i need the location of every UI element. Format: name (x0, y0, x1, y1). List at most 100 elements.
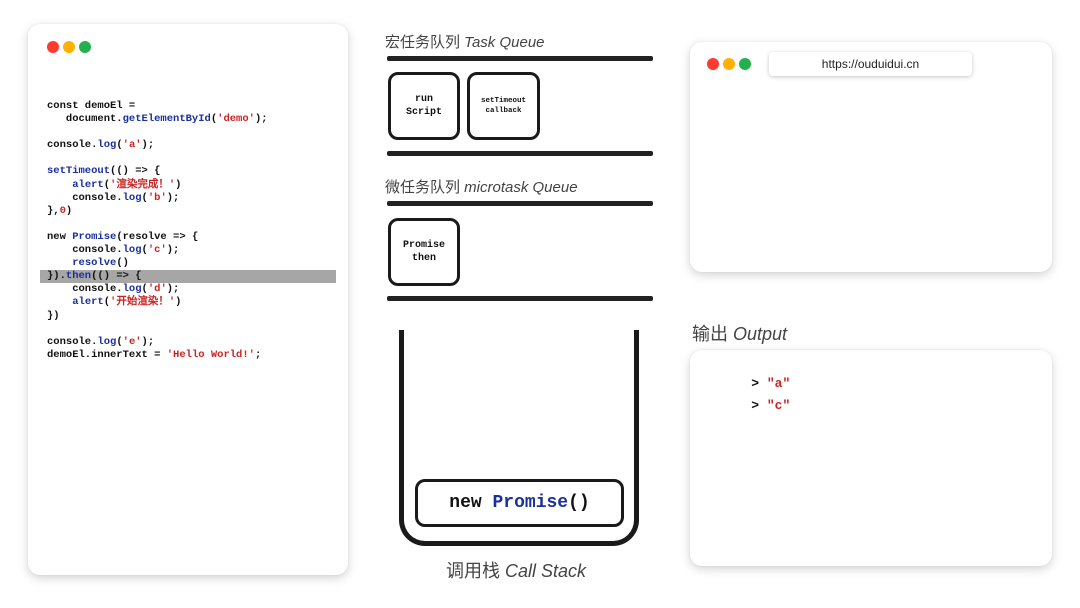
code-token: }) (47, 309, 60, 322)
browser-close-dot[interactable] (707, 58, 719, 70)
code-token: ( (116, 335, 123, 348)
code-token: () (116, 257, 129, 270)
code-line: alert('渲染完成！') (28, 179, 348, 192)
task-queue-title: 宏任务队列 Task Queue (385, 34, 545, 51)
code-token: ( (210, 113, 218, 126)
code-token: '渲染完成！' (110, 178, 176, 191)
code-token: setTimeout (47, 165, 111, 178)
code-line: const demoEl = (28, 100, 348, 113)
code-token: const demoEl = (47, 100, 136, 112)
code-token: ( (103, 178, 111, 191)
code-token (47, 257, 72, 269)
output-line: > "a" (751, 376, 791, 391)
code-token: ; (254, 348, 262, 361)
code-token: document. (47, 113, 123, 126)
code-token: ); (141, 335, 155, 348)
microtask-queue-top-border (387, 201, 653, 206)
code-token: log (122, 283, 142, 296)
code-token: 'c' (147, 244, 167, 257)
code-token: demoEl.innerText = (47, 348, 167, 361)
close-dot[interactable] (47, 41, 59, 53)
browser-window-controls (707, 58, 751, 70)
output-line: > "c" (751, 398, 791, 413)
code-line-highlighted: }).then(() => { (40, 270, 336, 284)
code-line: setTimeout(() => { (28, 165, 348, 178)
code-token: new (47, 230, 73, 243)
code-token: ) (65, 204, 73, 217)
code-token: console. (47, 335, 98, 348)
call-stack-title: 调用栈 Call Stack (446, 561, 587, 581)
code-token: ); (254, 113, 268, 126)
code-token (47, 179, 72, 191)
code-token: alert (72, 296, 104, 309)
code-line (28, 126, 348, 139)
code-line (28, 218, 348, 231)
output-console: > "a" > "c" (690, 350, 1052, 566)
microtask-item-promise-then: Promise then (388, 218, 460, 286)
code-line: alert('开始渲染！') (28, 296, 348, 309)
microtask-queue-title: 微任务队列 microtask Queue (385, 179, 578, 196)
code-block: const demoEl = document.getElementById('… (28, 100, 348, 362)
code-token: then (65, 270, 92, 283)
code-token: 'b' (147, 191, 167, 204)
code-token: ) (175, 178, 182, 191)
code-token: 0 (59, 204, 66, 217)
code-token: Promise (72, 230, 117, 243)
code-token: getElementById (122, 113, 211, 126)
code-token (47, 296, 72, 308)
code-token: log (122, 244, 142, 257)
code-token: 'e' (122, 335, 142, 348)
code-line: resolve() (28, 257, 348, 270)
code-token: console. (47, 191, 123, 204)
code-line: new Promise(resolve => { (28, 231, 348, 244)
code-token: log (122, 191, 142, 204)
url-text: https://ouduidui.cn (821, 57, 920, 71)
code-token: 'a' (122, 139, 142, 152)
code-token: ( (116, 139, 123, 152)
browser-maximize-dot[interactable] (739, 58, 751, 70)
browser-minimize-dot[interactable] (723, 58, 735, 70)
code-line: console.log('e'); (28, 336, 348, 349)
code-token: log (97, 335, 117, 348)
url-bar[interactable]: https://ouduidui.cn (769, 52, 972, 76)
code-token: }, (47, 204, 60, 217)
code-token: log (97, 139, 117, 152)
code-token: console. (47, 283, 123, 296)
task-item-settimeout-callback: setTimeout callback (467, 72, 540, 140)
code-token: ); (166, 283, 180, 296)
maximize-dot[interactable] (79, 41, 91, 53)
code-token: '开始渲染！' (110, 296, 176, 309)
code-token: console. (47, 139, 98, 152)
minimize-dot[interactable] (63, 41, 75, 53)
window-controls (47, 41, 91, 53)
output-title: 输出 Output (692, 324, 788, 344)
code-line: console.log('c'); (28, 244, 348, 257)
code-line: console.log('d'); (28, 283, 348, 296)
code-line: },0) (28, 205, 348, 218)
call-stack-container (399, 330, 639, 546)
task-queue-bottom-border (387, 151, 653, 156)
task-queue-top-border (387, 56, 653, 61)
code-line: document.getElementById('demo'); (28, 113, 348, 126)
code-token: alert (72, 178, 104, 191)
code-token: ); (141, 139, 155, 152)
code-line: }) (28, 310, 348, 323)
code-token: (() => { (110, 165, 161, 178)
code-token: ( (141, 244, 148, 257)
code-line: console.log('a'); (28, 139, 348, 152)
code-line: demoEl.innerText = 'Hello World!'; (28, 349, 348, 362)
code-token: ( (141, 191, 148, 204)
code-panel: const demoEl = document.getElementById('… (28, 24, 348, 575)
code-line: console.log('b'); (28, 192, 348, 205)
task-item-run-script: run Script (388, 72, 460, 140)
code-token: ) (175, 296, 182, 309)
browser-window: https://ouduidui.cn (690, 42, 1052, 272)
code-token: ); (166, 244, 180, 257)
code-token: ( (103, 296, 111, 309)
code-token: 'd' (147, 283, 167, 296)
code-line (28, 152, 348, 165)
code-token: console. (47, 244, 123, 257)
code-token: (() => { (91, 270, 142, 283)
code-token: ( (141, 283, 148, 296)
code-token: ); (166, 191, 180, 204)
